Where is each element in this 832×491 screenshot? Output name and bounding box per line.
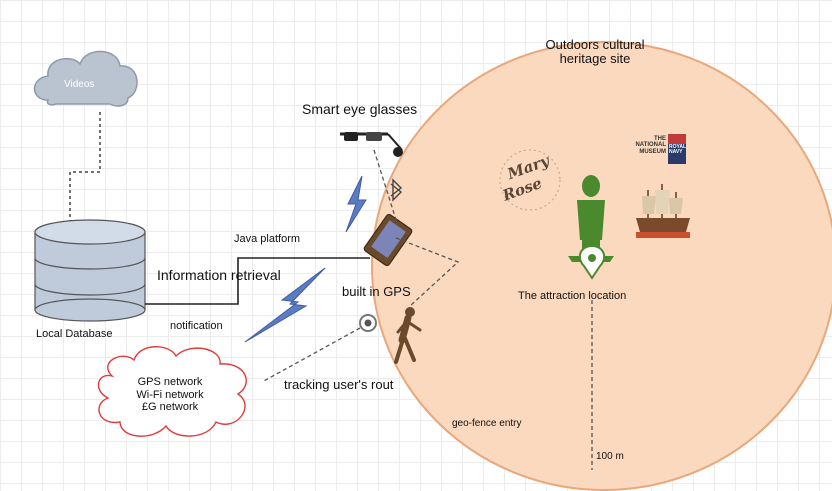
museum-logo bbox=[668, 134, 686, 164]
local-database-label: Local Database bbox=[36, 328, 113, 340]
geo-fence-entry-label: geo-fence entry bbox=[452, 418, 522, 429]
device-walker-dash bbox=[395, 237, 460, 307]
museum-logo-line1: THE bbox=[654, 136, 666, 142]
site-title-line1: Outdoors cultural bbox=[545, 37, 645, 52]
database-icon bbox=[34, 219, 146, 322]
network-cloud-icon bbox=[97, 346, 247, 437]
walking-person-icon bbox=[394, 307, 422, 364]
museum-logo-line4: ROYAL bbox=[669, 144, 687, 150]
glasses-device-dash bbox=[373, 149, 399, 227]
glasses-lightning-icon bbox=[345, 175, 367, 233]
distance-label: 100 m bbox=[596, 451, 624, 462]
network-item-cellular: £G network bbox=[141, 401, 199, 414]
heritage-site-area bbox=[371, 41, 832, 491]
videos-cloud-icon bbox=[33, 50, 138, 107]
notification-label: notification bbox=[170, 320, 223, 332]
bluetooth-icon bbox=[390, 178, 403, 202]
tracking-label: tracking user's rout bbox=[284, 377, 394, 392]
smartphone-icon bbox=[363, 213, 413, 267]
gps-target-icon bbox=[359, 314, 377, 332]
cloud-database-connector bbox=[69, 112, 101, 222]
museum-logo-text: THE NATIONAL MUSEUM bbox=[610, 136, 666, 155]
built-in-gps-label: built in GPS bbox=[342, 284, 411, 299]
wireless-lightning-icon bbox=[244, 267, 326, 343]
museum-logo-line5: NAVY bbox=[669, 149, 683, 156]
networks-list: GPS network Wi-Fi network £G network bbox=[120, 376, 220, 414]
information-retrieval-label: Information retrieval bbox=[157, 267, 281, 283]
smart-glasses-icon bbox=[340, 132, 403, 157]
museum-logo-navy-text: ROYAL NAVY bbox=[669, 144, 687, 156]
museum-logo-line2: NATIONAL bbox=[635, 142, 666, 149]
ship-illustration-icon bbox=[636, 184, 690, 238]
attraction-location-label: The attraction location bbox=[518, 290, 627, 302]
java-platform-label: Java platform bbox=[234, 233, 301, 245]
tracking-dash bbox=[261, 327, 361, 383]
location-pin-dot bbox=[588, 254, 596, 262]
smart-glasses-label: Smart eye glasses bbox=[302, 101, 418, 117]
museum-logo-line3: MUSEUM bbox=[639, 148, 666, 155]
videos-label: Videos bbox=[64, 79, 95, 90]
network-item-wifi: Wi-Fi network bbox=[136, 388, 204, 401]
network-item-gps: GPS network bbox=[137, 376, 203, 388]
site-title-line2: heritage site bbox=[559, 51, 631, 67]
site-title: Outdoors cultural heritage site bbox=[520, 37, 670, 67]
information-retrieval-line bbox=[145, 257, 370, 305]
